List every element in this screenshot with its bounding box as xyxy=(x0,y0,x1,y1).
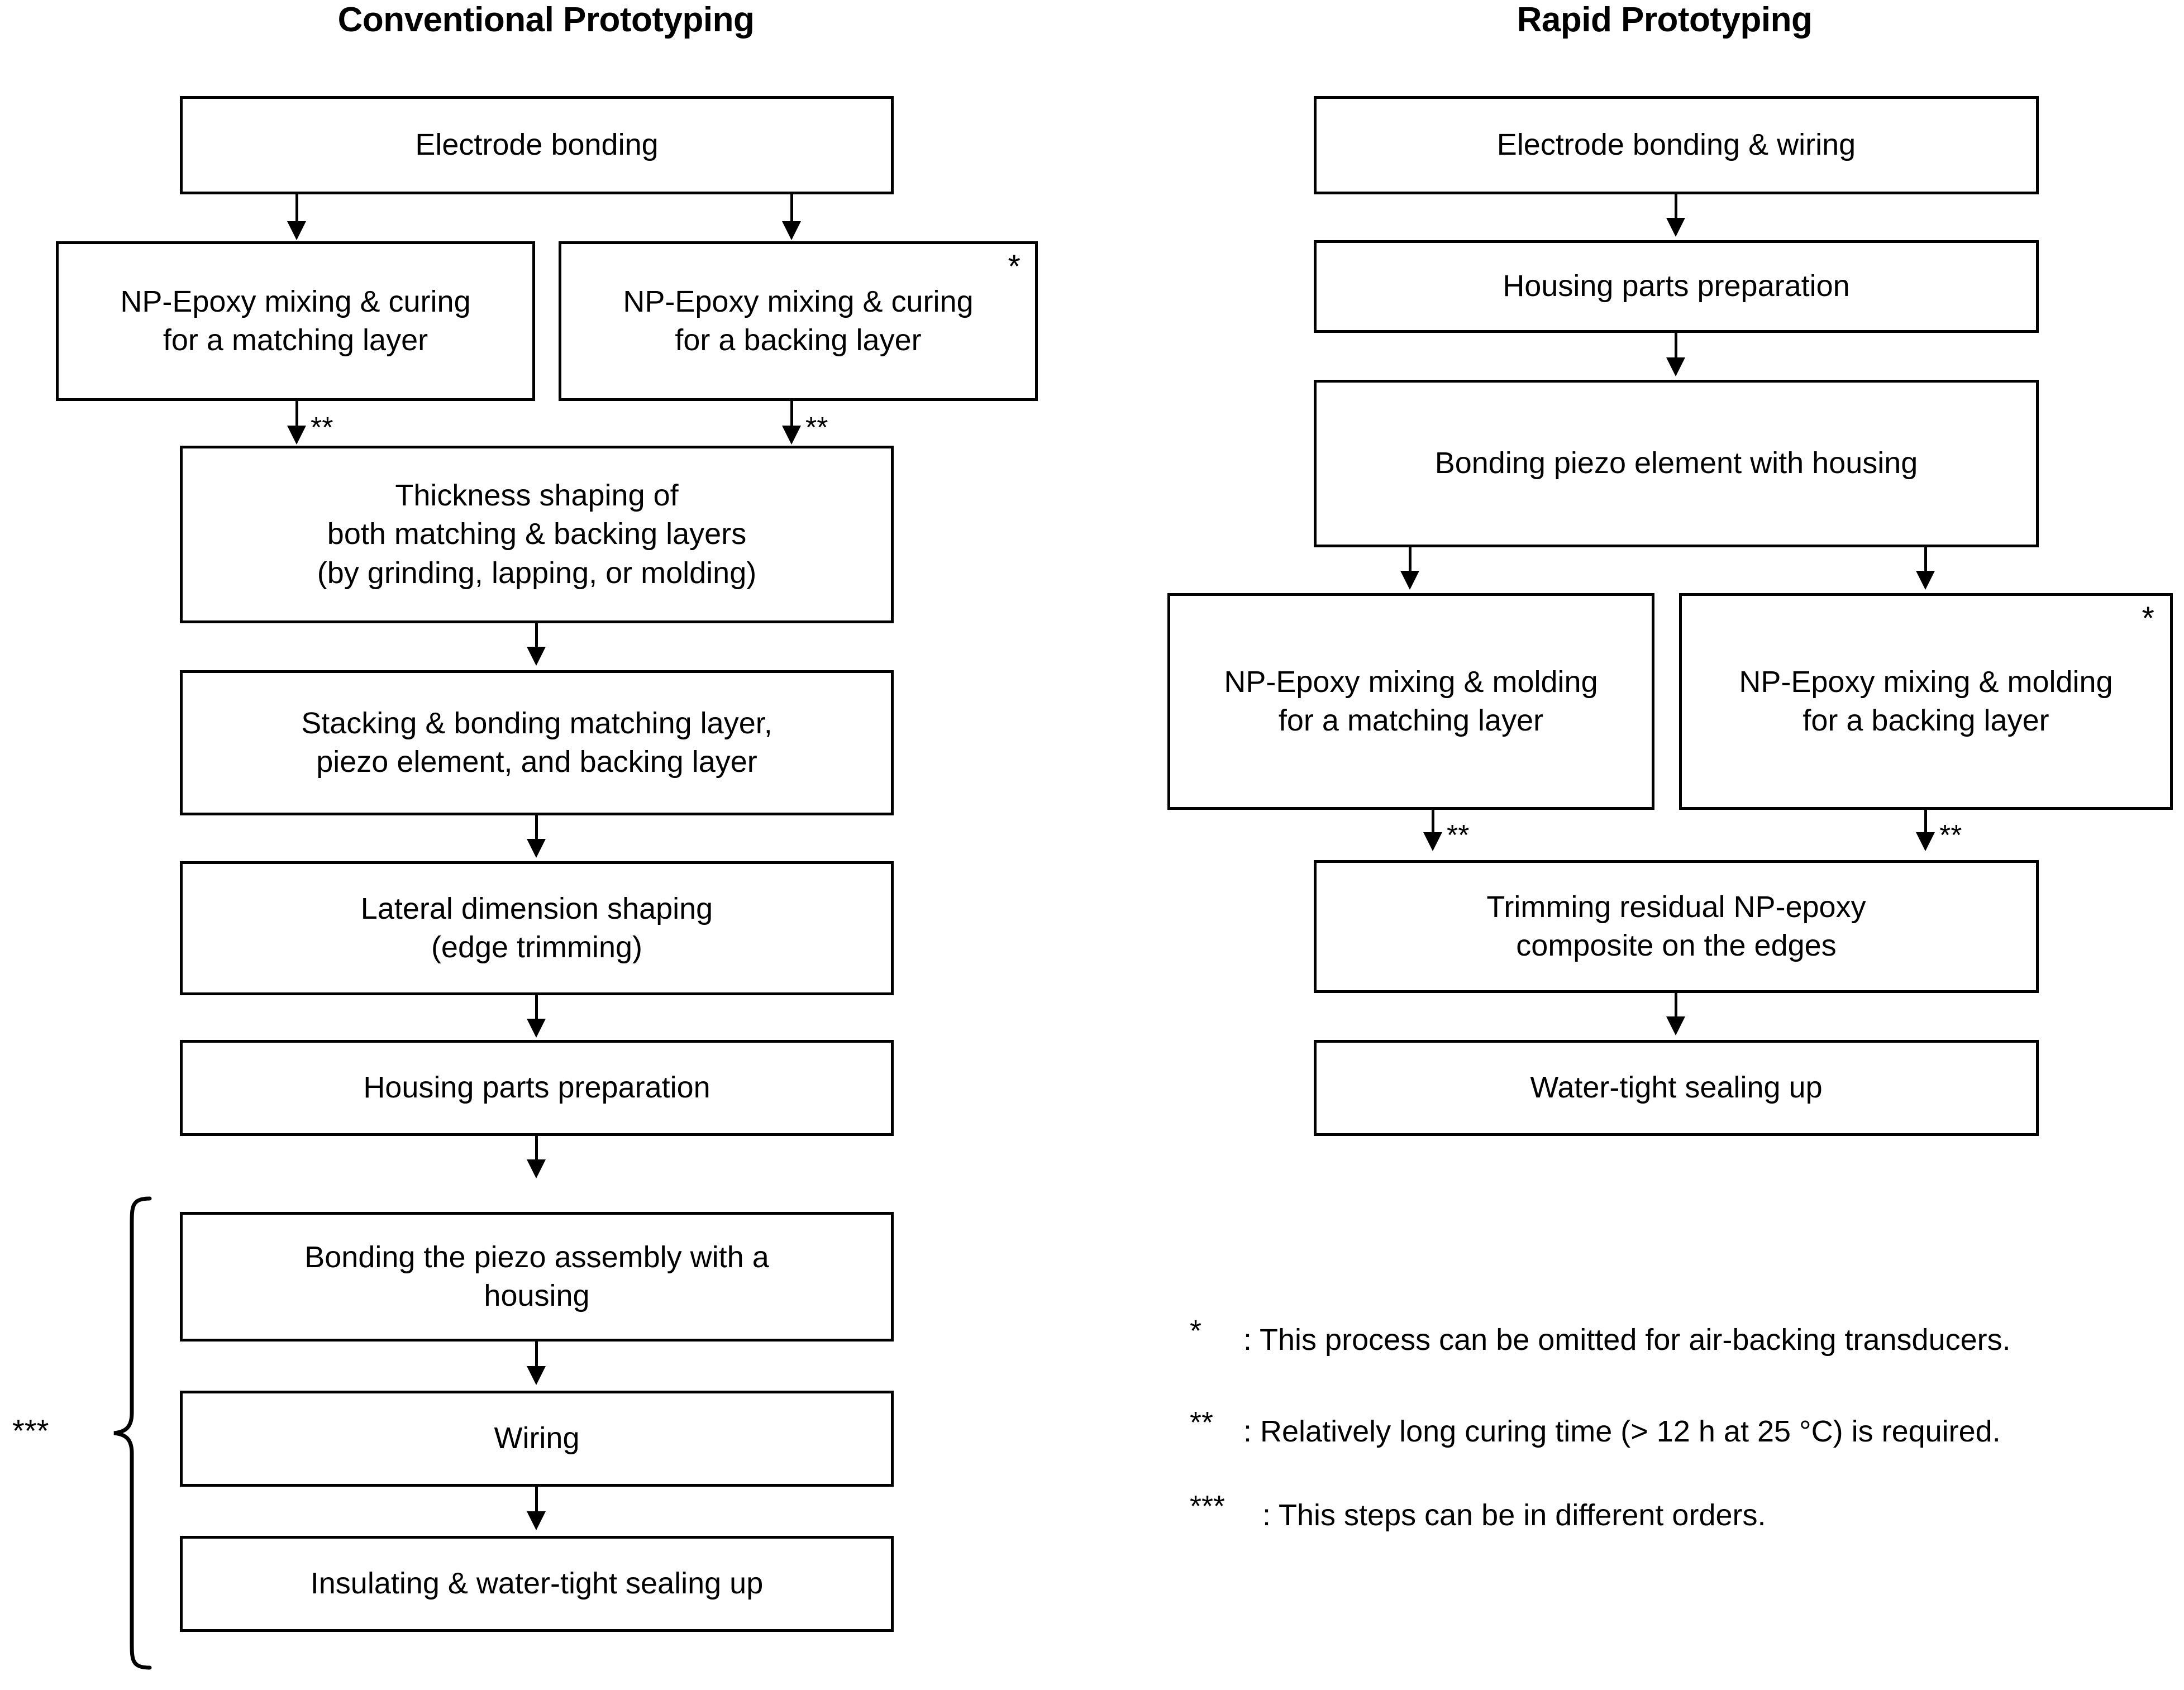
legend-text: : This steps can be in different orders. xyxy=(1262,1498,1766,1532)
asterisk-marker: * xyxy=(2142,600,2154,637)
connector-line xyxy=(790,401,793,430)
box-line: Water-tight sealing up xyxy=(1530,1071,1823,1105)
box-line: Housing parts preparation xyxy=(363,1071,710,1105)
connector-line xyxy=(1924,547,1927,574)
process-box-np-epoxy-molding-matching: NP-Epoxy mixing & molding for a matching… xyxy=(1167,593,1654,810)
box-line: both matching & backing layers xyxy=(327,517,747,551)
box-line: Bonding piezo element with housing xyxy=(1434,446,1918,480)
box-line: NP-Epoxy mixing & molding xyxy=(1739,665,2113,699)
column-title-conventional: Conventional Prototyping xyxy=(337,1,755,39)
column-title-rapid: Rapid Prototyping xyxy=(1517,1,1813,39)
process-box-trimming-residual-epoxy: Trimming residual NP-epoxy composite on … xyxy=(1314,860,2039,993)
legend-text: : This process can be omitted for air-ba… xyxy=(1243,1323,2011,1357)
box-line: NP-Epoxy mixing & molding xyxy=(1224,665,1598,699)
connector-arrowhead xyxy=(527,647,546,666)
process-box-insulating-sealing: Insulating & water-tight sealing up xyxy=(180,1536,894,1632)
connector-arrowhead xyxy=(782,221,801,240)
process-box-housing-parts-preparation-rapid: Housing parts preparation xyxy=(1314,240,2039,333)
connector-line xyxy=(535,1487,538,1516)
box-line: Wiring xyxy=(494,1421,580,1455)
box-line: Bonding the piezo assembly with a xyxy=(304,1240,769,1274)
connector-line xyxy=(295,194,298,223)
box-line: (by grinding, lapping, or molding) xyxy=(317,556,757,590)
arrow-label-double-asterisk: ** xyxy=(1939,819,1962,852)
process-box-wiring: Wiring xyxy=(180,1391,894,1487)
box-line: Electrode bonding & wiring xyxy=(1496,128,1856,162)
legend-text: : Relatively long curing time (> 12 h at… xyxy=(1243,1415,2001,1448)
connector-line xyxy=(790,194,793,223)
arrow-label-double-asterisk: ** xyxy=(311,412,333,444)
box-line: composite on the edges xyxy=(1516,929,1837,962)
box-line: Stacking & bonding matching layer, xyxy=(301,706,772,740)
box-line: for a backing layer xyxy=(675,323,922,357)
connector-line xyxy=(1924,810,1927,837)
connector-arrowhead xyxy=(1400,571,1419,590)
connector-line xyxy=(1432,810,1434,837)
connector-line xyxy=(1675,993,1677,1021)
box-line: Trimming residual NP-epoxy xyxy=(1486,890,1866,924)
legend-row: * : This process can be omitted for air-… xyxy=(1190,1316,2011,1357)
legend-marker-triple-asterisk: *** xyxy=(1190,1490,1225,1523)
connector-arrowhead xyxy=(1666,1016,1685,1035)
process-box-electrode-bonding: Electrode bonding xyxy=(180,96,894,194)
connector-arrowhead xyxy=(1916,832,1935,851)
connector-arrowhead xyxy=(1666,357,1685,376)
connector-arrowhead xyxy=(1916,571,1935,590)
box-line: Insulating & water-tight sealing up xyxy=(310,1567,764,1601)
connector-line xyxy=(535,623,538,651)
connector-arrowhead xyxy=(1423,832,1442,851)
legend-marker-double-asterisk: ** xyxy=(1190,1406,1214,1439)
arrow-label-double-asterisk: ** xyxy=(805,412,828,444)
box-line: Thickness shaping of xyxy=(395,479,679,513)
legend-marker-single-asterisk: * xyxy=(1190,1314,1202,1348)
process-box-thickness-shaping: Thickness shaping of both matching & bac… xyxy=(180,446,894,623)
box-line: housing xyxy=(484,1279,590,1312)
process-box-lateral-dimension-shaping: Lateral dimension shaping (edge trimming… xyxy=(180,861,894,995)
legend: * : This process can be omitted for air-… xyxy=(1190,1312,2184,1625)
connector-arrowhead xyxy=(1666,218,1685,237)
box-line: piezo element, and backing layer xyxy=(316,745,757,779)
connector-arrowhead xyxy=(527,1366,546,1385)
triple-asterisk-marker: *** xyxy=(12,1413,49,1448)
box-line: NP-Epoxy mixing & curing xyxy=(120,284,471,318)
legend-row: *** : This steps can be in different ord… xyxy=(1190,1491,1766,1532)
arrow-label-double-asterisk: ** xyxy=(1447,819,1470,852)
box-line: for a matching layer xyxy=(1278,704,1544,737)
box-line: NP-Epoxy mixing & curing xyxy=(623,284,974,318)
box-line: for a matching layer xyxy=(163,323,428,357)
box-line: for a backing layer xyxy=(1802,704,2049,737)
connector-line xyxy=(1675,194,1677,222)
box-line: Housing parts preparation xyxy=(1503,269,1850,303)
connector-arrowhead xyxy=(527,839,546,858)
connector-arrowhead xyxy=(527,1511,546,1530)
connector-arrowhead xyxy=(287,426,306,445)
connector-line xyxy=(535,1342,538,1371)
process-box-np-epoxy-curing-backing: NP-Epoxy mixing & curing for a backing l… xyxy=(559,241,1038,401)
group-brace xyxy=(109,1195,154,1671)
process-box-bonding-piezo-assembly: Bonding the piezo assembly with a housin… xyxy=(180,1212,894,1342)
process-box-bonding-piezo-element-housing: Bonding piezo element with housing xyxy=(1314,380,2039,547)
connector-arrowhead xyxy=(782,426,801,445)
connector-arrowhead xyxy=(287,221,306,240)
box-line: Lateral dimension shaping xyxy=(360,891,713,925)
box-line: (edge trimming) xyxy=(431,930,643,964)
process-box-np-epoxy-curing-matching: NP-Epoxy mixing & curing for a matching … xyxy=(56,241,535,401)
connector-line xyxy=(1675,333,1677,362)
connector-line xyxy=(295,401,298,430)
process-box-stacking-bonding: Stacking & bonding matching layer, piezo… xyxy=(180,670,894,815)
connector-arrowhead xyxy=(527,1019,546,1038)
process-box-np-epoxy-molding-backing: NP-Epoxy mixing & molding for a backing … xyxy=(1679,593,2173,810)
brace-icon xyxy=(113,1196,152,1670)
connector-line xyxy=(1409,547,1412,574)
connector-arrowhead xyxy=(527,1159,546,1178)
process-box-electrode-bonding-wiring: Electrode bonding & wiring xyxy=(1314,96,2039,194)
legend-row: ** : Relatively long curing time (> 12 h… xyxy=(1190,1407,2001,1448)
connector-line xyxy=(535,995,538,1023)
box-line: Electrode bonding xyxy=(415,128,659,162)
connector-line xyxy=(535,815,538,843)
connector-line xyxy=(535,1136,538,1164)
process-box-water-tight-sealing: Water-tight sealing up xyxy=(1314,1040,2039,1136)
process-box-housing-parts-preparation: Housing parts preparation xyxy=(180,1040,894,1136)
asterisk-marker: * xyxy=(1008,249,1021,285)
